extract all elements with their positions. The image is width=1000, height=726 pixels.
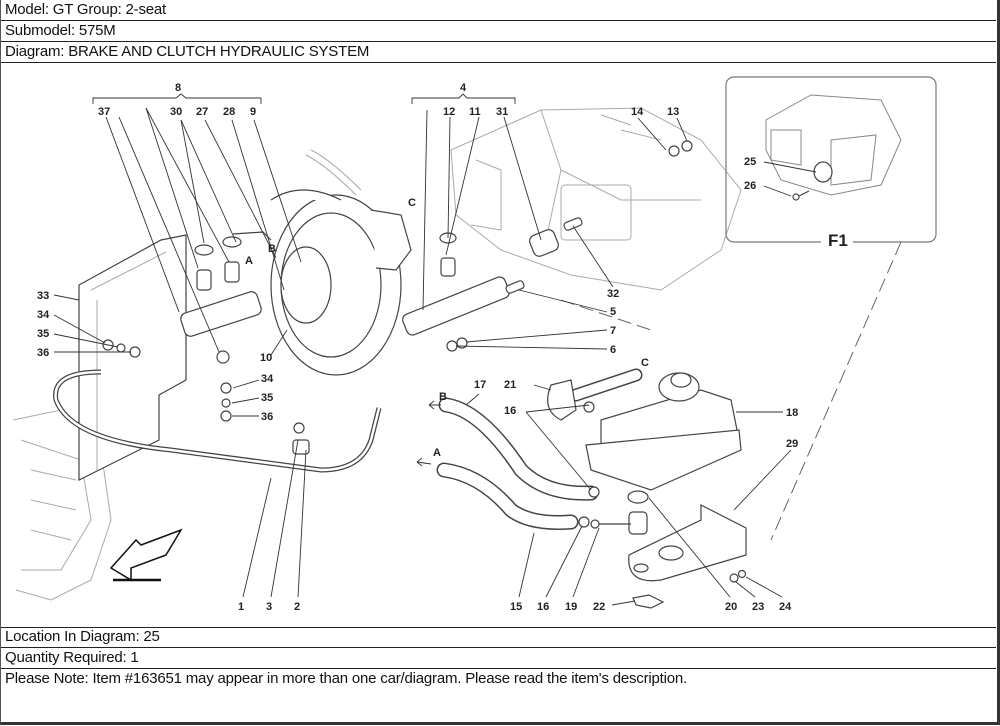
callout-26[interactable]: 26 xyxy=(744,180,756,192)
callout-31[interactable]: 31 xyxy=(496,106,508,118)
callout-36-lower[interactable]: 36 xyxy=(261,411,273,423)
callout-3[interactable]: 3 xyxy=(266,601,272,613)
callout-16-lower[interactable]: 16 xyxy=(537,601,549,613)
callout-6[interactable]: 6 xyxy=(610,344,616,356)
bracket-panel xyxy=(78,234,187,481)
clutch-master-cylinder xyxy=(402,217,583,352)
note-line: Please Note: Item #163651 may appear in … xyxy=(5,670,688,687)
callout-35-lower[interactable]: 35 xyxy=(261,392,273,404)
callout-21[interactable]: 21 xyxy=(504,379,516,391)
callout-35-upper[interactable]: 35 xyxy=(37,328,49,340)
callout-32[interactable]: 32 xyxy=(607,288,619,300)
group-8-label[interactable]: 8 xyxy=(175,82,181,94)
reservoir-bracket xyxy=(628,504,747,582)
callout-13[interactable]: 13 xyxy=(667,106,679,118)
submodel-line: Submodel: 575M xyxy=(1,21,996,42)
brake-booster xyxy=(270,189,412,376)
callout-16-upper[interactable]: 16 xyxy=(504,405,516,417)
callout-20[interactable]: 20 xyxy=(725,601,737,613)
brake-master-cylinder xyxy=(180,231,272,364)
location-line: Location In Diagram: 25 xyxy=(1,627,996,648)
front-direction-arrow xyxy=(109,528,183,582)
inset-label: F1 xyxy=(828,231,848,250)
callout-5[interactable]: 5 xyxy=(610,306,616,318)
callout-11[interactable]: 11 xyxy=(469,106,481,118)
callout-23[interactable]: 23 xyxy=(752,601,764,613)
callout-30[interactable]: 30 xyxy=(170,106,182,118)
quantity-line: Quantity Required: 1 xyxy=(1,648,996,669)
callout-9[interactable]: 9 xyxy=(250,106,256,118)
callout-29[interactable]: 29 xyxy=(786,438,798,450)
fluid-reservoir xyxy=(585,372,742,491)
group-4-label[interactable]: 4 xyxy=(460,82,467,94)
callout-33[interactable]: 33 xyxy=(37,290,49,302)
arrow-label-a-lower[interactable]: A xyxy=(433,447,441,459)
arrow-label-b-lower[interactable]: B xyxy=(439,391,447,403)
group-8-brace xyxy=(92,93,262,104)
gearbox-housing-drawing xyxy=(450,107,742,291)
callout-19[interactable]: 19 xyxy=(565,601,577,613)
inset-f1: F1 25 26 xyxy=(725,76,937,250)
pipe-clip xyxy=(292,439,310,455)
model-line: Model: GT Group: 2-seat xyxy=(1,0,996,21)
callout-36-upper[interactable]: 36 xyxy=(37,347,49,359)
callout-10[interactable]: 10 xyxy=(260,352,272,364)
callout-27[interactable]: 27 xyxy=(196,106,208,118)
callout-28[interactable]: 28 xyxy=(223,106,235,118)
group-4-brace xyxy=(411,93,516,104)
callout-2[interactable]: 2 xyxy=(294,601,300,613)
callout-17[interactable]: 17 xyxy=(474,379,486,391)
callout-1[interactable]: 1 xyxy=(238,601,244,613)
arrow-label-b-upper[interactable]: B xyxy=(268,243,276,255)
callout-14[interactable]: 14 xyxy=(631,106,644,118)
callout-7[interactable]: 7 xyxy=(610,325,616,337)
callout-34-upper[interactable]: 34 xyxy=(37,309,50,321)
callout-37[interactable]: 37 xyxy=(98,106,110,118)
callout-34-lower[interactable]: 34 xyxy=(261,373,274,385)
arrow-label-c-upper[interactable]: C xyxy=(408,197,416,209)
parts-diagram: F1 25 26 8 4 xyxy=(1,63,996,628)
callout-24[interactable]: 24 xyxy=(779,601,792,613)
arrow-label-a-upper[interactable]: A xyxy=(245,255,253,267)
parts-diagram-svg: F1 25 26 8 4 xyxy=(12,76,937,613)
callout-15[interactable]: 15 xyxy=(510,601,522,613)
callout-25[interactable]: 25 xyxy=(744,156,756,168)
callout-18[interactable]: 18 xyxy=(786,407,798,419)
diagram-title-line: Diagram: BRAKE AND CLUTCH HYDRAULIC SYST… xyxy=(1,42,996,63)
arrow-label-c-lower[interactable]: C xyxy=(641,357,649,369)
callout-12[interactable]: 12 xyxy=(443,106,455,118)
callout-22[interactable]: 22 xyxy=(593,601,605,613)
